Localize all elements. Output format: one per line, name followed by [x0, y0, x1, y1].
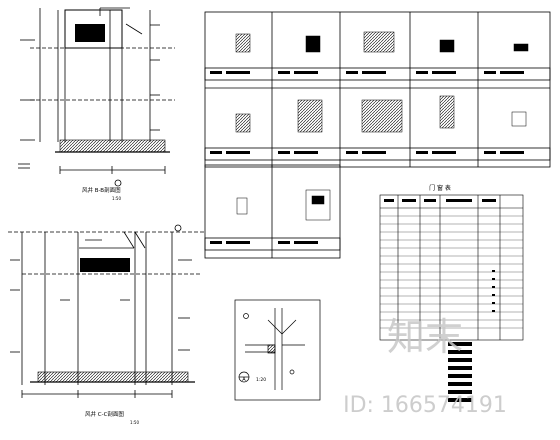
window-title-blocks	[210, 71, 524, 244]
section-c-c-drawing	[8, 224, 205, 398]
section-b-b-drawing	[18, 7, 175, 187]
section-c-c-scale: 1:50	[130, 420, 139, 425]
watermark-id-text: ID: 166574191	[343, 393, 507, 418]
window-elevation-grid	[204, 11, 551, 259]
window-elevation-cells	[235, 31, 529, 221]
detail-a-drawing	[234, 299, 321, 401]
staircase-detail	[448, 342, 472, 402]
watermark-logo-text: 知末	[387, 315, 463, 359]
door-schedule-title: 门 窗 表	[429, 184, 451, 192]
door-window-schedule	[379, 194, 524, 341]
detail-a-scale: 1:20	[256, 377, 266, 383]
schedule-rows	[380, 215, 523, 329]
schedule-header-fills	[384, 199, 496, 312]
section-c-c-title: 风井 C-C剖面图	[85, 410, 124, 418]
section-b-b-scale: 1:50	[112, 196, 121, 201]
detail-a-callout: A	[242, 377, 246, 383]
section-b-b-title: 风井 B-B剖面图	[82, 186, 121, 194]
